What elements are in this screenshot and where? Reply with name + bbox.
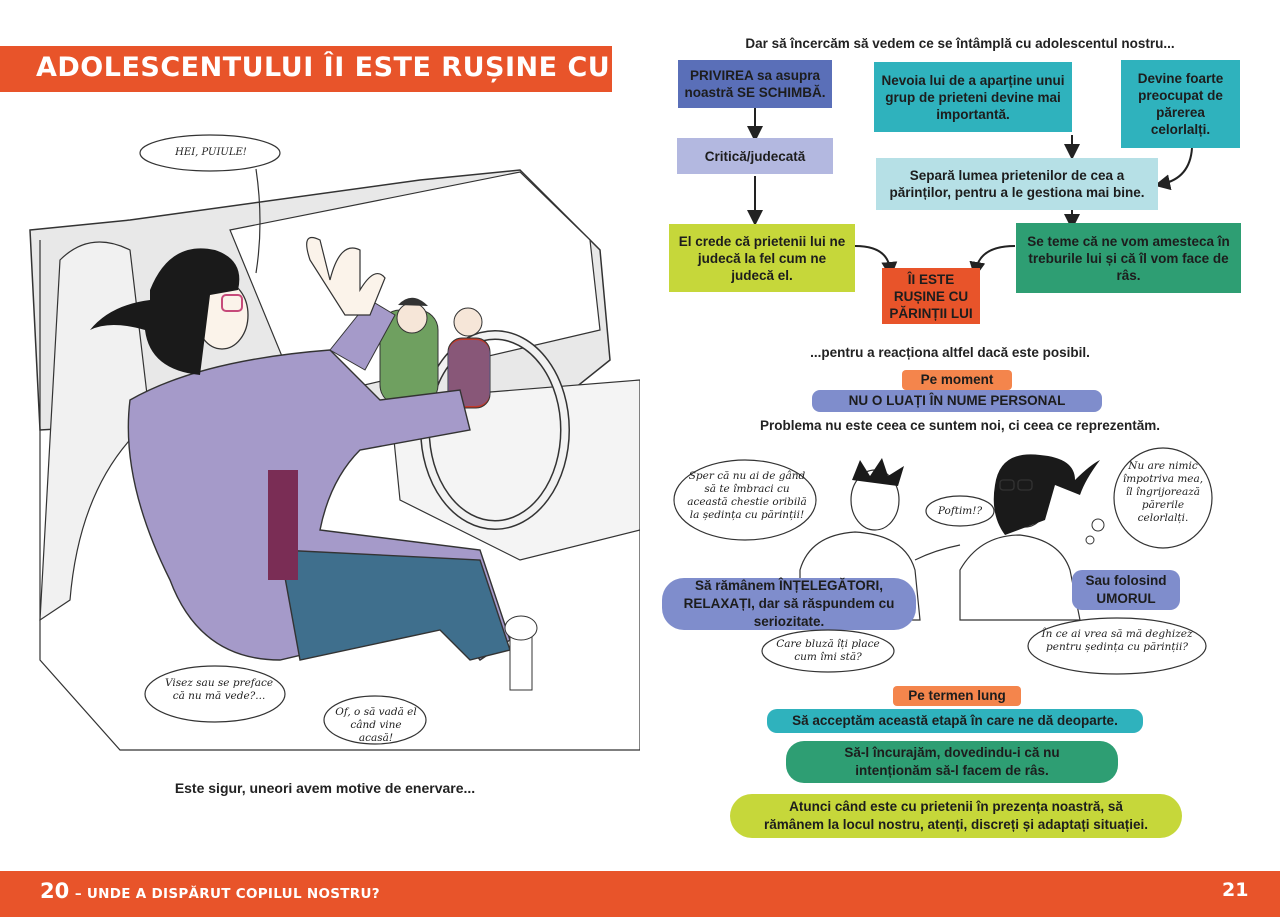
pe-moment-label: Pe moment xyxy=(902,370,1012,390)
bubble-nu-are xyxy=(1113,447,1213,549)
bubble-in-ce-text: În ce ai vrea să mă deghizez pentru ședi… xyxy=(1041,628,1193,653)
page-title: ADOLESCENTULUI ÎI ESTE RUȘINE CU NOI xyxy=(36,52,678,83)
footer-left: 20 – UNDE A DISPĂRUT COPILUL NOSTRU? xyxy=(40,879,380,903)
driver-legs xyxy=(279,549,511,661)
flow-privirea: PRIVIREA sa asupra noastră SE SCHIMBĂ. xyxy=(678,60,832,108)
teens-outside xyxy=(379,297,491,409)
flow-se-teme: Se teme că ne vom amesteca în treburile … xyxy=(1016,223,1241,293)
reactiona-text: ...pentru a reacționa altfel dacă este p… xyxy=(810,345,1090,360)
left-caption: Este sigur, uneori avem motive de enerva… xyxy=(174,780,476,796)
bubble-of xyxy=(323,695,427,745)
flow-devine: Devine foarte preocupat de părerea celor… xyxy=(1121,60,1240,148)
pe-moment-main: NU O LUAȚI ÎN NUME PERSONAL xyxy=(812,390,1102,412)
flow-separa: Separă lumea prietenilor de cea a părinț… xyxy=(876,158,1158,210)
bubble-care-bluza xyxy=(761,629,895,673)
long-term-item-1: Să acceptăm această etapă în care ne dă … xyxy=(767,709,1143,733)
driver-hair xyxy=(90,248,240,375)
flow-nevoia: Nevoia lui de a aparține unui grup de pr… xyxy=(874,62,1072,132)
long-term-item-2: Să-l încurajăm, dovedindu-i că nu intenț… xyxy=(786,741,1118,783)
car-illustration xyxy=(29,169,640,751)
glasses xyxy=(221,294,243,312)
bubble-sper xyxy=(673,459,817,541)
mother-figure xyxy=(959,454,1100,621)
bubble-hei-puiule xyxy=(139,134,281,274)
bubble-poftim-text: Poftim!? xyxy=(937,505,983,517)
long-term-item-3: Atunci când este cu prietenii în prezenț… xyxy=(730,794,1182,838)
pe-termen-lung-label: Pe termen lung xyxy=(893,686,1021,706)
page-number-right: 21 xyxy=(1222,879,1249,901)
bubble-sper-text: Sper că nu ai de gând să te îmbraci cu a… xyxy=(687,470,807,521)
page-number-left: 20 xyxy=(40,879,70,903)
footer-band xyxy=(0,871,1280,917)
pe-moment-subtitle: Problema nu este ceea ce suntem noi, ci … xyxy=(760,418,1160,433)
pill-intelegatori: Să rămânem ÎNȚELEGĂTORI, RELAXAȚI, dar s… xyxy=(662,578,916,630)
flow-arrows xyxy=(747,108,1193,278)
title-band xyxy=(0,46,612,92)
bubble-visez xyxy=(144,665,286,723)
bubble-of-text: Of, o să vadă el când vine acasă! xyxy=(335,706,417,744)
flow-el-crede: El crede că prietenii lui ne judecă la f… xyxy=(669,224,855,292)
bubble-visez-text: Visez sau se preface că nu mă vede?... xyxy=(164,677,274,702)
driver-shirt xyxy=(268,470,298,580)
bubble-nu-are-text: Nu are nimic împotriva mea, îl îngrijore… xyxy=(1122,460,1204,524)
bubble-hei-puiule-text: HEI, PUIULE! xyxy=(175,147,247,158)
pill-umor: Sau folosind UMORUL xyxy=(1072,570,1180,610)
flow-rusine: ÎI ESTE RUȘINE CU PĂRINȚII LUI xyxy=(882,268,980,324)
bubble-poftim xyxy=(925,495,995,527)
flow-critica: Critică/judecată xyxy=(677,138,833,174)
waving-hand xyxy=(306,236,386,316)
bubble-care-bluza-text: Care bluză îți place cum îmi stă? xyxy=(776,638,880,663)
bubble-in-ce xyxy=(1027,617,1207,675)
book-title: – UNDE A DISPĂRUT COPILUL NOSTRU? xyxy=(74,886,380,902)
intro-text: Dar să încercăm să vedem ce se întâmplă … xyxy=(745,36,1175,51)
